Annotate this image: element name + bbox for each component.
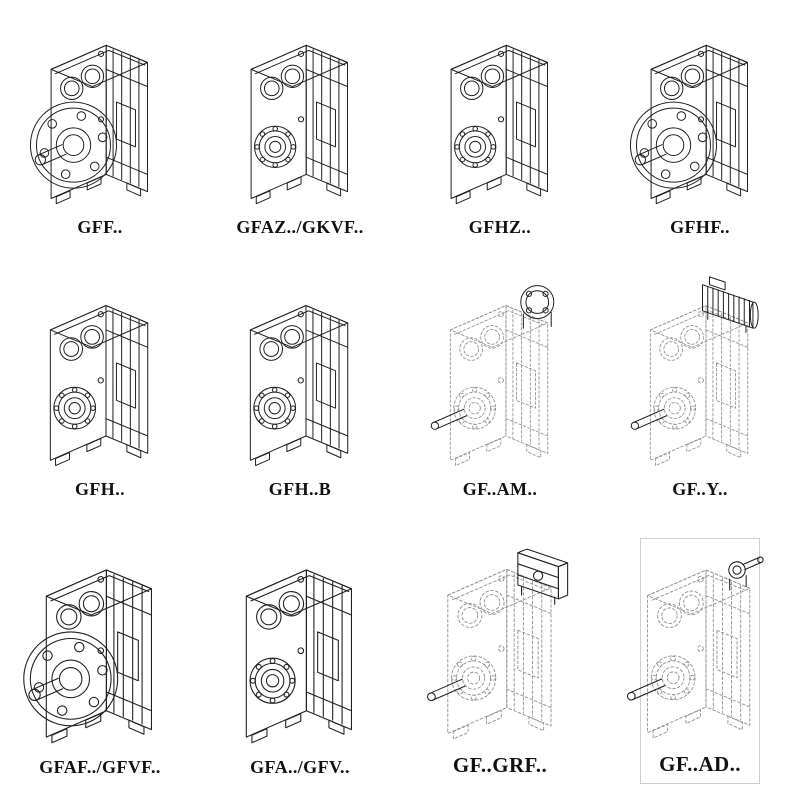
figure-gfa-gfv: GFA../GFV..	[240, 538, 360, 784]
figure-label: GFF..	[77, 217, 123, 237]
figure-gf-am: GF..AM..	[440, 276, 560, 506]
figure-gff: GFF..	[40, 16, 160, 244]
figure-label: GF..Y..	[672, 479, 728, 499]
figure-gfhz: GFHZ..	[440, 16, 560, 244]
gearbox-drawing-hollow-shaft	[220, 538, 380, 754]
figure-label: GFAF../GFVF..	[39, 757, 161, 777]
figure-label: GF..AM..	[462, 479, 538, 499]
figure-gfh: GFH..	[40, 276, 160, 506]
figure-gf-grf: GF..GRF..	[440, 538, 560, 784]
gearbox-drawing-hollow-shaft	[427, 16, 573, 214]
figure-gfaf-gfvf: GFAF../GFVF..	[40, 538, 160, 784]
gearbox-drawing-input-shaft	[622, 539, 777, 749]
figure-gfh-b: GFH..B	[240, 276, 360, 506]
gearbox-drawing-input-flange	[426, 276, 574, 476]
gearbox-drawing-hollow-shaft	[26, 276, 174, 476]
figure-label: GF..AD..	[659, 752, 741, 776]
gearbox-drawing-hollow-shaft-foot	[226, 276, 374, 476]
figure-label: GFH..B	[268, 479, 332, 499]
figure-gfaz-gkvf: GFAZ../GKVF..	[236, 16, 363, 244]
figure-label: GFH..	[75, 479, 125, 499]
gearbox-drawing-flange-output	[627, 16, 773, 214]
figure-label: GFA../GFV..	[250, 757, 350, 777]
figure-label: GFAZ../GKVF..	[236, 217, 364, 237]
figure-label: GFHF..	[670, 217, 730, 237]
gearbox-drawing-flange-output	[20, 538, 180, 754]
figure-gf-y: GF..Y..	[640, 276, 760, 506]
gearbox-drawing-hollow-shaft	[227, 16, 373, 214]
gearbox-drawing-with-motor	[626, 276, 774, 476]
figure-gfhf: GFHF..	[640, 16, 760, 244]
gearbox-drawing-flange-output	[27, 16, 173, 214]
figure-label: GFHZ..	[468, 217, 532, 237]
figure-label: GF..GRF..	[452, 753, 548, 777]
figure-gf-ad: GF..AD..	[640, 538, 760, 784]
gearbox-drawing-input-adapter	[422, 538, 579, 750]
